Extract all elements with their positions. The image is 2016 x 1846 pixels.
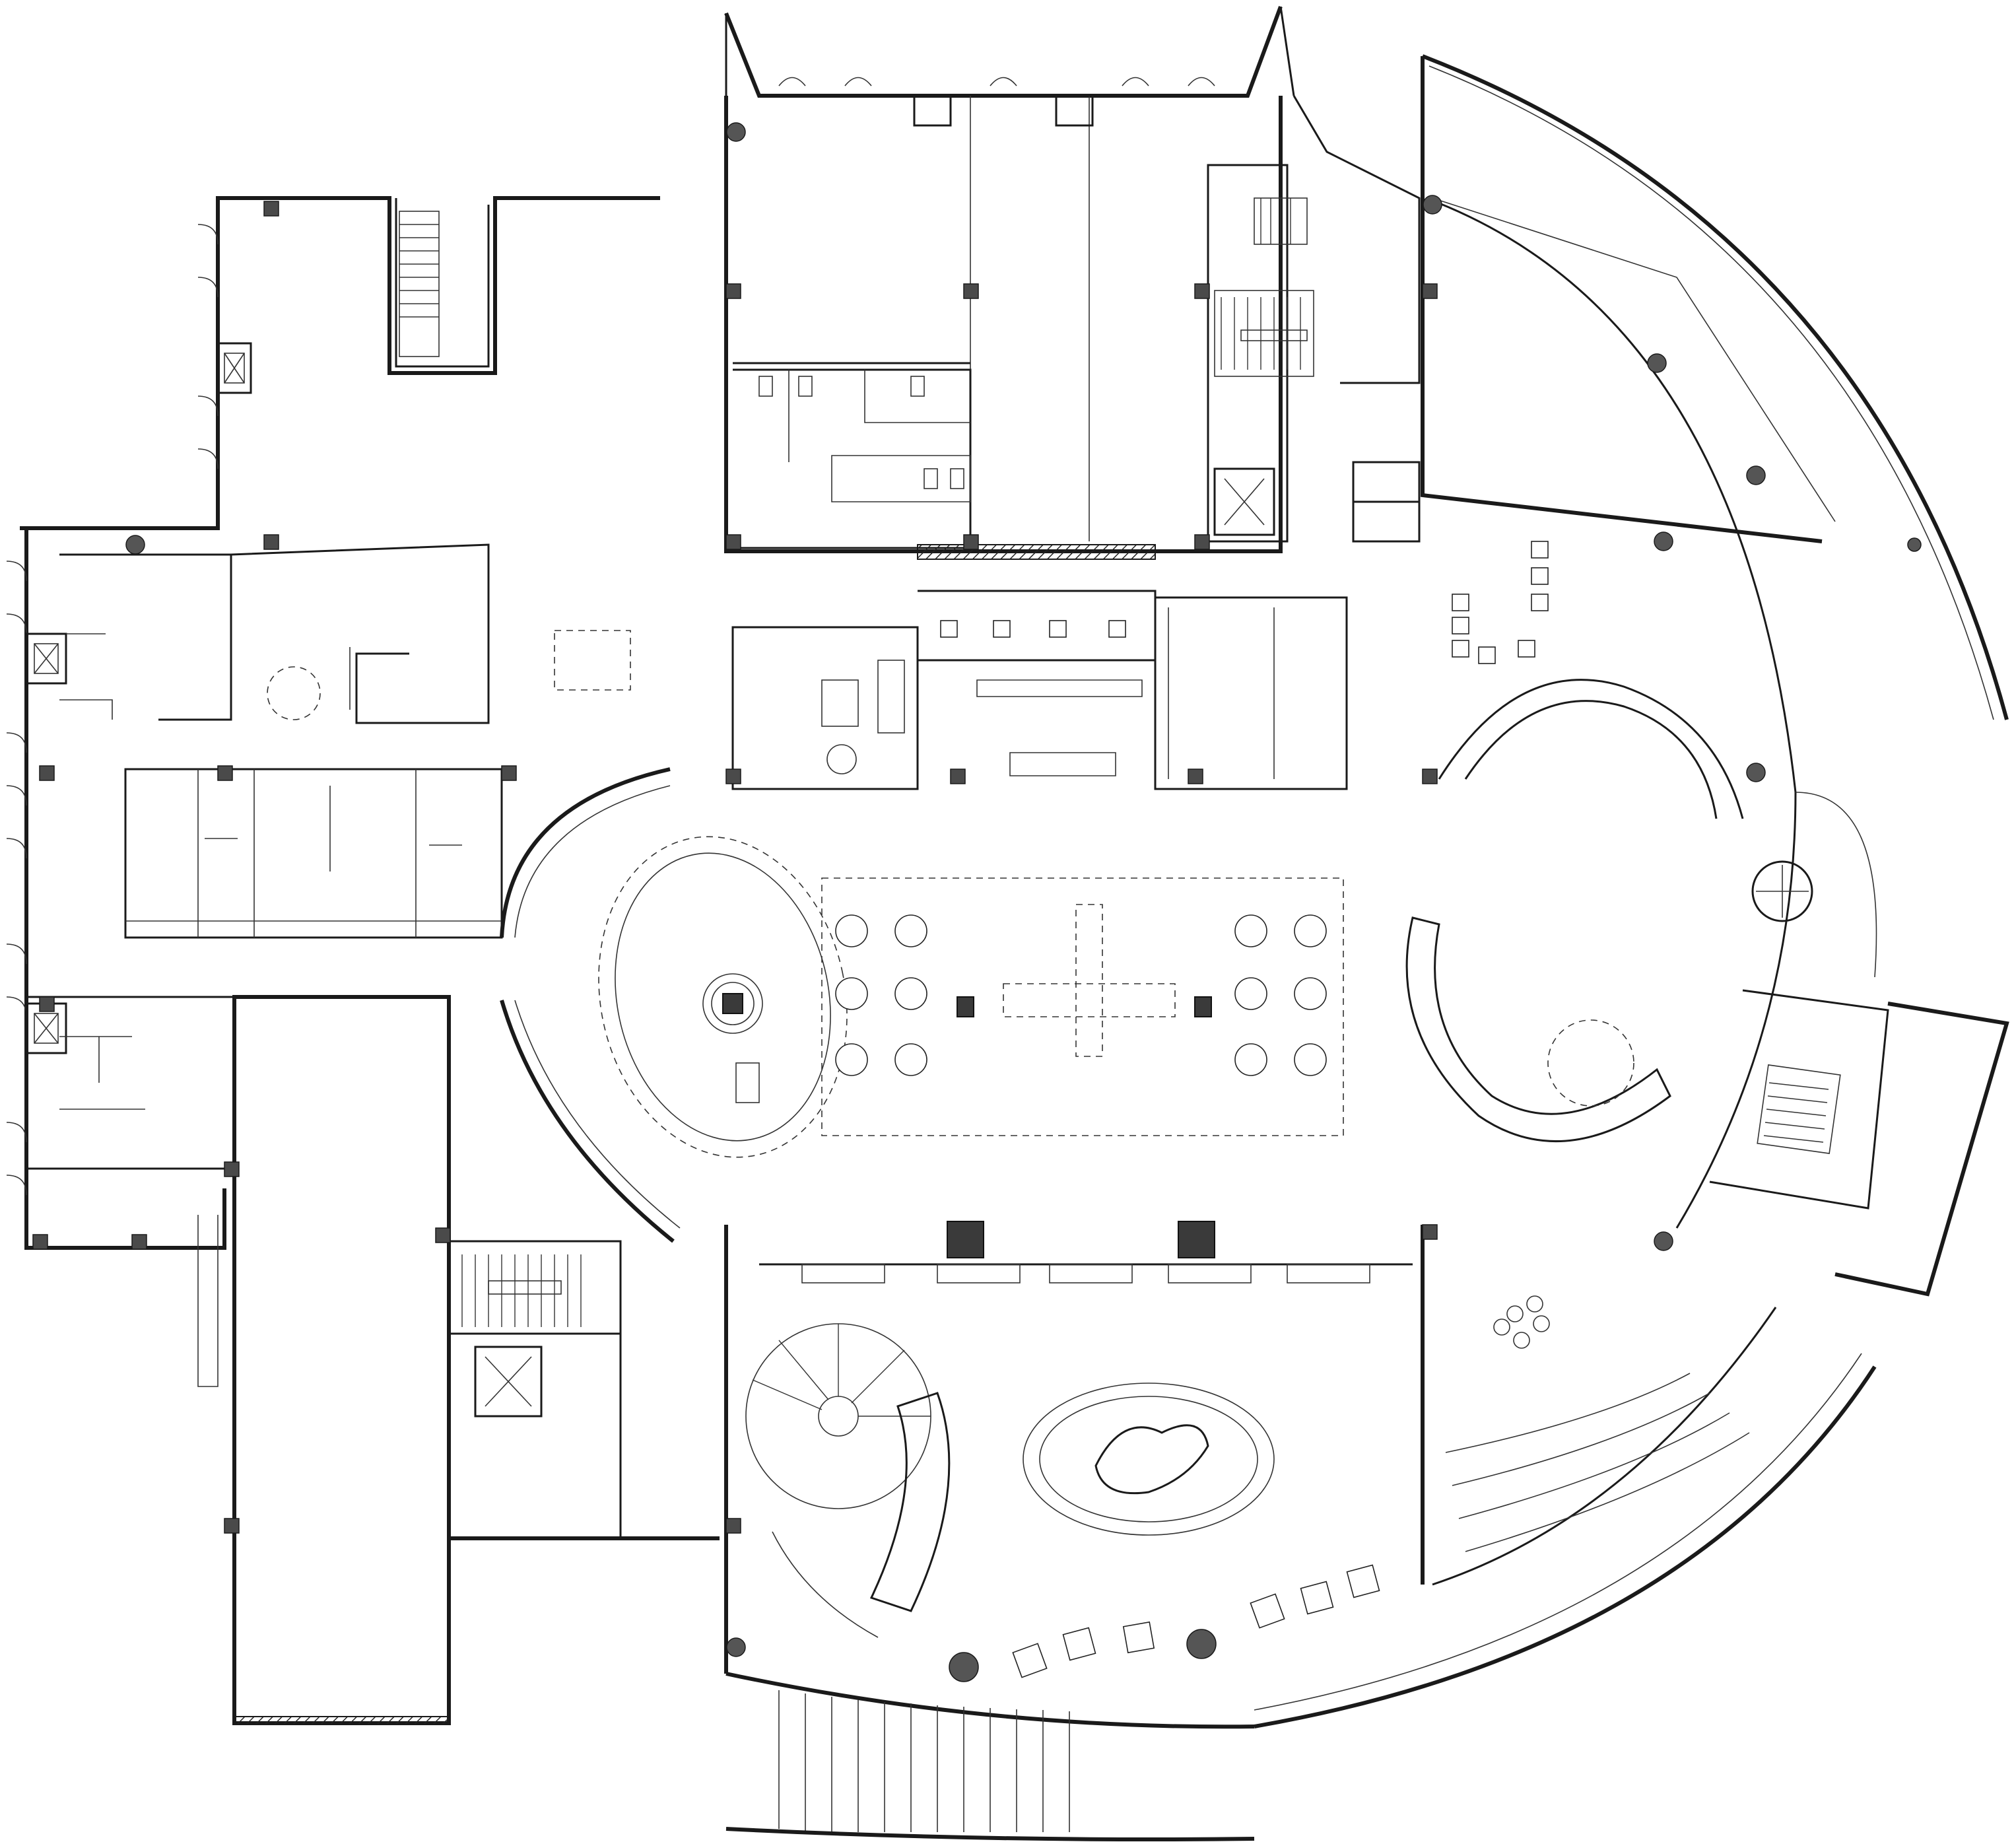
curved-wall-inner (514, 785, 671, 938)
long-corridor-room (232, 995, 451, 1725)
east-inner-curve-lower (1675, 792, 1797, 1229)
south-hall (724, 1221, 1425, 1841)
stair-ne (1214, 290, 1314, 377)
meeting-sofa (877, 660, 905, 734)
kitchen-room (1154, 596, 1348, 790)
stair-well-wall (395, 198, 490, 368)
left-room-1 (59, 553, 232, 721)
east-stair (1757, 1064, 1841, 1154)
east-crescent (1254, 54, 2009, 1728)
spiral-sculpture (702, 973, 763, 1034)
north-left-wall (216, 196, 660, 492)
display-cubes (1012, 1564, 1380, 1678)
east-inner-curve (1425, 197, 1797, 793)
mid-left-office-block (124, 768, 503, 939)
se-outer-curve-inner (1254, 1353, 1862, 1711)
lobby-dashed-box (554, 630, 631, 691)
se-outer-curve (1254, 1365, 1877, 1728)
reception-arc-inner (1464, 700, 1718, 819)
counter-long (976, 679, 1143, 697)
stair-ne-upper (1254, 197, 1308, 245)
elevator-top-left (217, 342, 252, 394)
central-hatch-band (917, 544, 1156, 560)
meeting-room (731, 626, 919, 790)
ne-outer-curve-inner (1428, 65, 1994, 720)
dining-tables-left (835, 914, 927, 1076)
se-inner-curve (1432, 1307, 1777, 1586)
ne-outer-curve (1421, 54, 2009, 720)
curved-ramp (869, 1392, 951, 1612)
dining-area-boundary (821, 877, 1344, 1136)
south-outer-edge (725, 1827, 1255, 1841)
left-wing (6, 196, 720, 1725)
kitchen-counters (1168, 607, 1275, 779)
north-center-block (724, 5, 1295, 553)
south-hall-windows (801, 1264, 1370, 1283)
central-rooms (731, 544, 1348, 790)
north-hall-walls (724, 96, 1283, 553)
curved-wall-lower-inner (514, 1000, 681, 1229)
north-east-service (1207, 95, 1421, 543)
elevator-ne (1213, 467, 1275, 536)
hanging-decor (1493, 1295, 1550, 1349)
column-block-2 (1178, 1221, 1215, 1258)
south-hall-side-walls (724, 1225, 1425, 1674)
reception-chairs (1452, 541, 1549, 664)
elevator-lower-center (474, 1346, 543, 1418)
ne-outer-wall (1293, 95, 1421, 384)
curved-wall-mid-left (500, 767, 671, 938)
elevators-east (1352, 461, 1421, 543)
kidney-dashed-circle (1547, 1019, 1634, 1107)
ne-wedge-diagonal (1432, 197, 1836, 522)
spiral-stair (745, 1323, 931, 1509)
restrooms (733, 368, 972, 549)
mid-left-office-partitions (125, 769, 502, 938)
curved-wall-lower (500, 1000, 675, 1243)
oval-lounge-dashed (598, 836, 848, 1158)
ne-wedge-walls (1421, 56, 1823, 543)
ne-service-room (1207, 164, 1289, 543)
corridor-window-slot (197, 1215, 218, 1387)
north-door-boxes (913, 94, 1094, 127)
lower-left-partitions (59, 1036, 145, 1110)
north-hall-divisions (970, 96, 1090, 541)
lobby-bench (735, 1062, 760, 1103)
left-room-partitions (59, 633, 351, 720)
door-swing-left (267, 666, 321, 720)
column-block-1 (947, 1221, 984, 1258)
dining-tables-right (1234, 914, 1327, 1076)
stair-lower-left (448, 1240, 622, 1335)
grandstand-seating (1445, 1373, 1750, 1552)
oval-water-feature (1023, 1383, 1275, 1536)
left-room-2 (230, 543, 490, 724)
meeting-table (821, 679, 859, 727)
north-facade (724, 5, 1283, 98)
corridor-end-hatch (234, 1716, 450, 1725)
north-windows (778, 77, 1215, 86)
left-top-wall (20, 492, 220, 530)
oval-lounge-outer (615, 852, 831, 1142)
reception-arc-outer (1438, 679, 1744, 819)
east-stair-room (1709, 989, 1889, 1210)
west-windows (6, 224, 218, 1196)
structural-columns (32, 122, 1922, 1682)
elevator-left-upper (25, 632, 67, 685)
north-facade-ends (725, 6, 1295, 96)
kidney-reception-desk (1405, 916, 1671, 1143)
east-dashed-ring (1795, 792, 1877, 978)
south-stair-steps (778, 1690, 1070, 1832)
stair-top-left (399, 211, 440, 357)
elevator-left-lower (25, 1002, 67, 1054)
dining-center-tables (957, 904, 1212, 1057)
se-wedge (1834, 1002, 2009, 1297)
left-wing-outer-wall (24, 528, 226, 1250)
reception-desk (1009, 752, 1116, 776)
curved-bench (772, 1531, 879, 1638)
office-chairs (940, 620, 1126, 638)
revolving-door (1751, 860, 1813, 922)
meeting-round-table (826, 744, 857, 774)
central-lobby (554, 630, 1344, 1158)
